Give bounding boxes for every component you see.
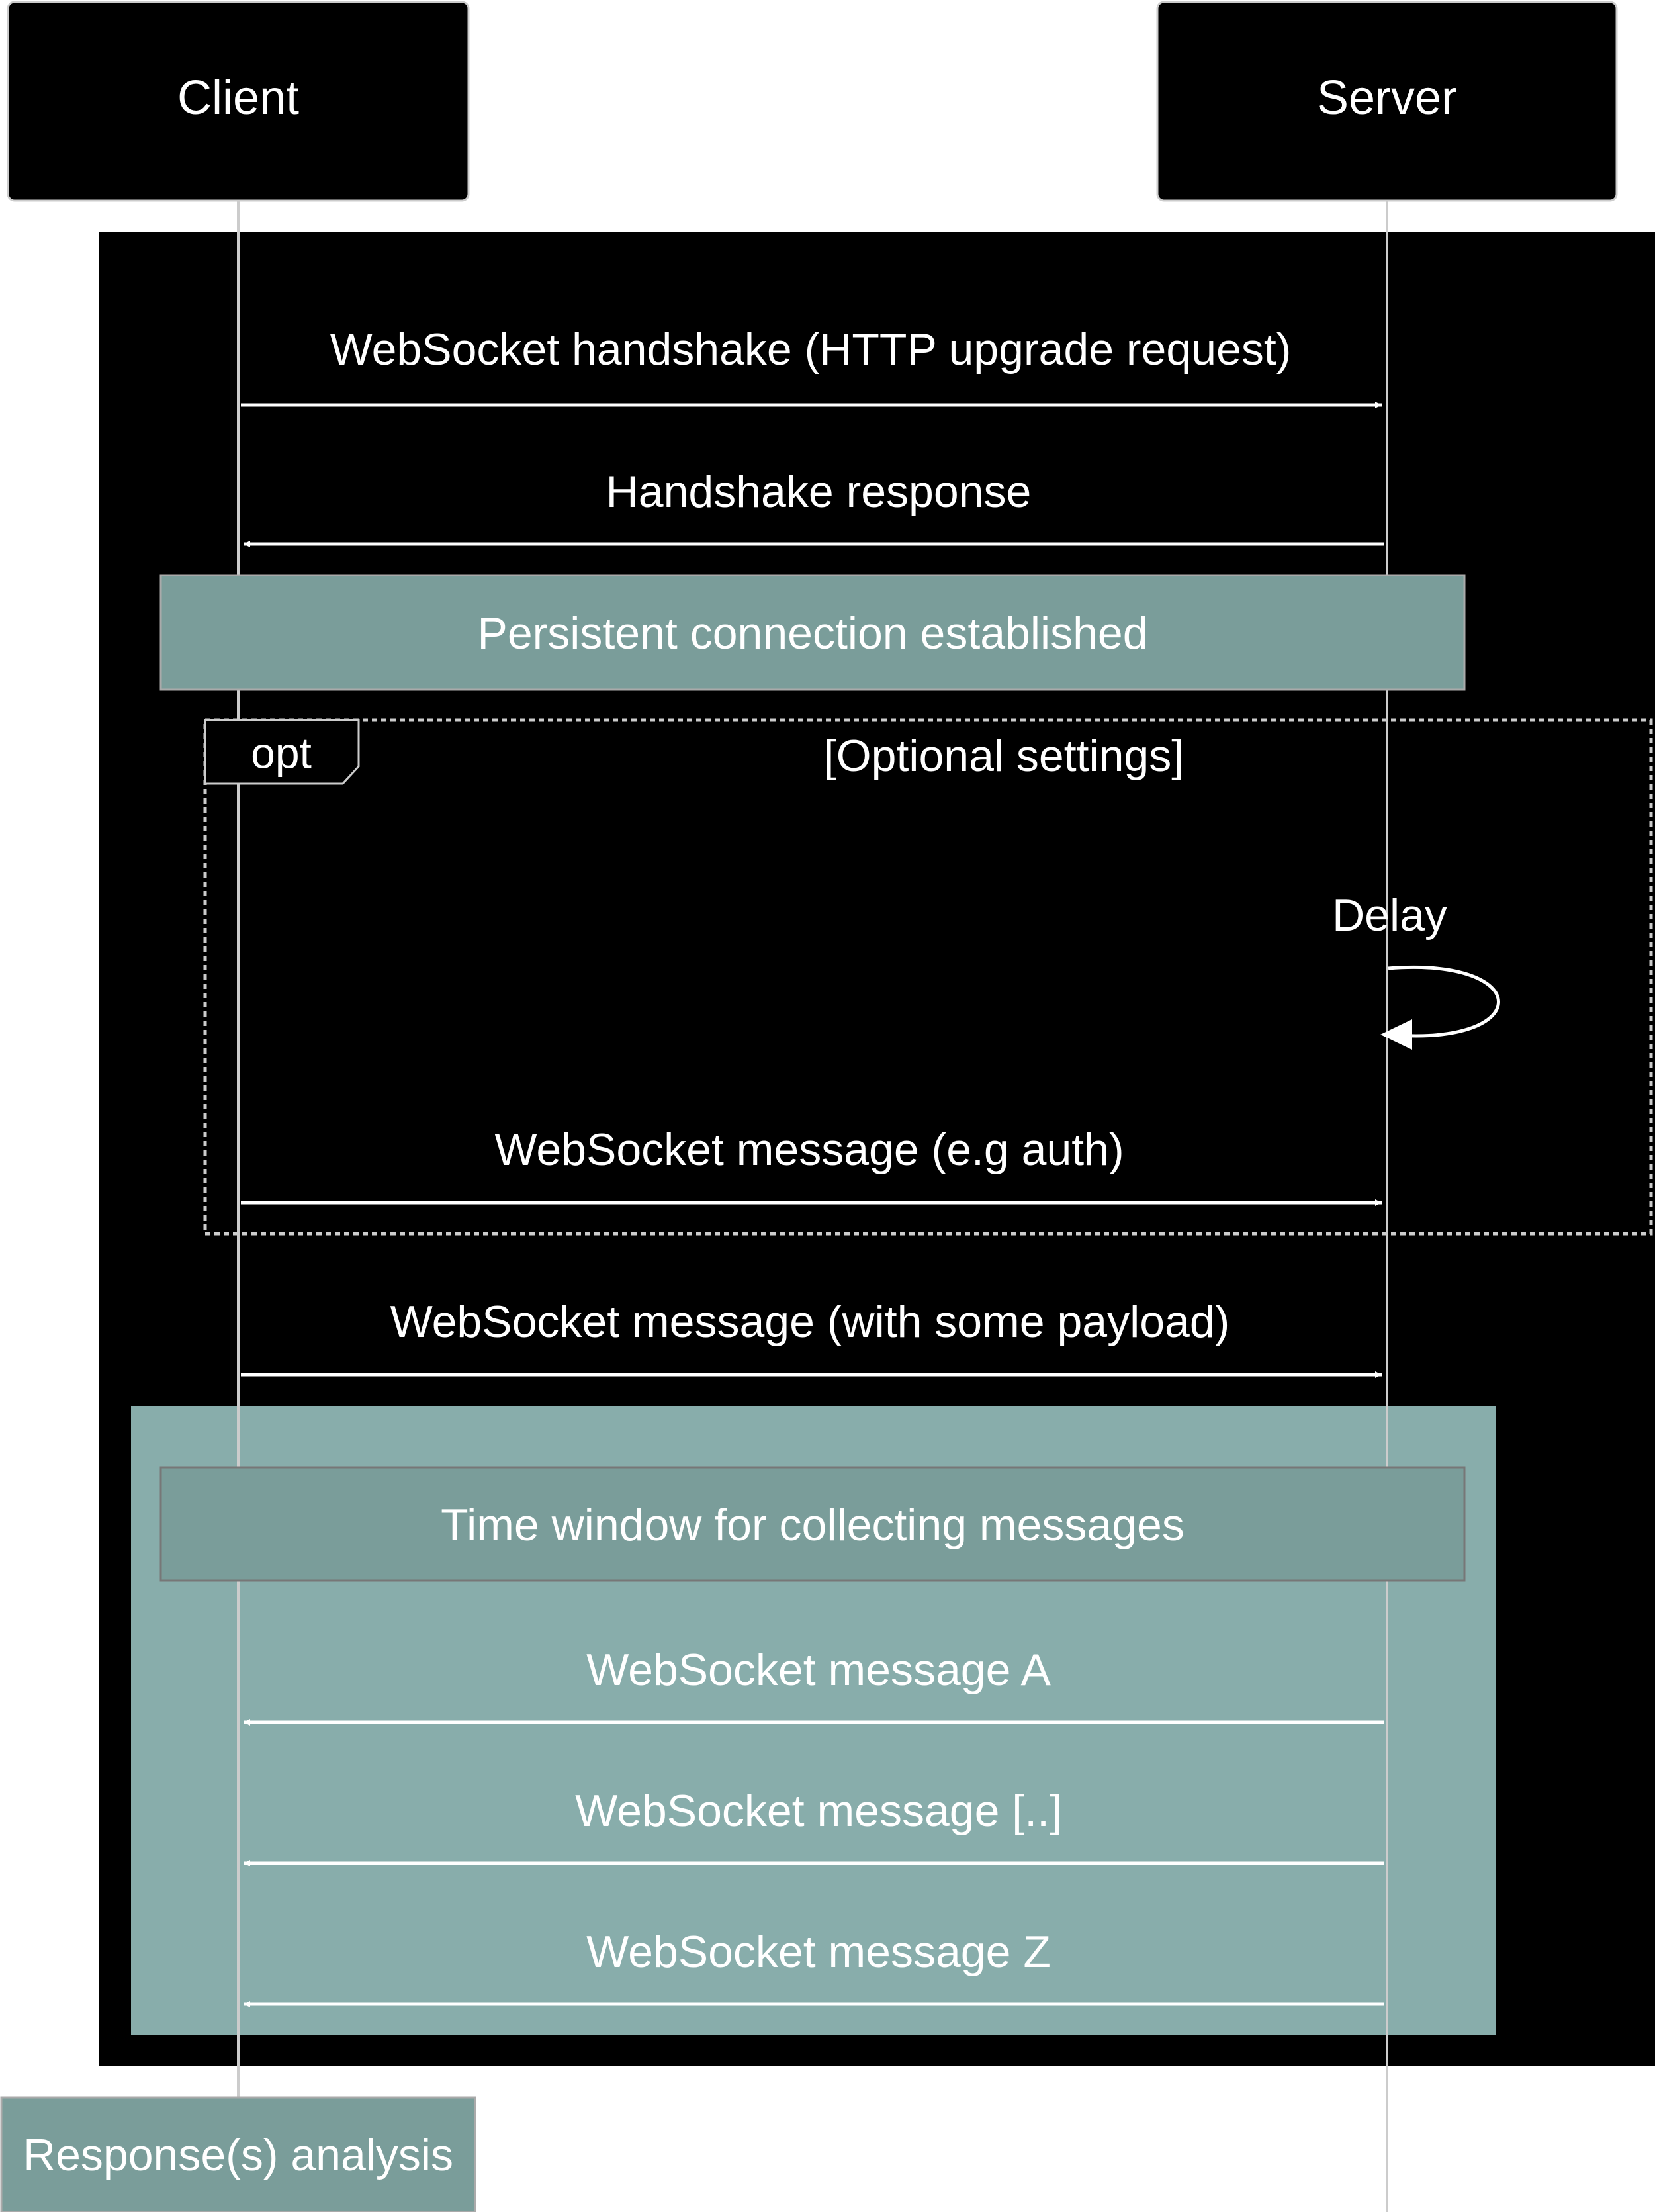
participant-server-label: Server [1317,71,1457,124]
note-time-window-label: Time window for collecting messages [441,1500,1185,1550]
message-auth-label: WebSocket message (e.g auth) [494,1125,1124,1175]
note-time-window: Time window for collecting messages [159,1466,1466,1582]
message-mid-label: WebSocket message [..] [575,1786,1062,1836]
message-a-label: WebSocket message A [586,1645,1051,1695]
note-persistent: Persistent connection established [159,574,1466,691]
self-message-delay-arrowhead [1380,1019,1412,1050]
opt-condition: [Optional settings] [824,731,1184,781]
opt-fragment-tab [204,719,360,785]
message-handshake-response-label: Handshake response [606,467,1032,517]
message-z-label: WebSocket message Z [586,1927,1051,1977]
participant-server: Server [1156,1,1618,202]
participant-client-label: Client [177,71,299,124]
opt-keyword: opt [251,728,312,777]
self-message-delay-arrow [1388,966,1500,1038]
participant-client: Client [7,1,470,202]
message-handshake-label: WebSocket handshake (HTTP upgrade reques… [330,324,1292,375]
response-analysis-box: Response(s) analysis [0,2096,476,2212]
opt-fragment: opt [Optional settings] [203,718,1653,1236]
self-message-delay-label: Delay [1332,890,1447,941]
response-analysis-label: Response(s) analysis [23,2130,453,2180]
message-payload-label: WebSocket message (with some payload) [390,1297,1230,1347]
note-persistent-label: Persistent connection established [477,608,1147,659]
